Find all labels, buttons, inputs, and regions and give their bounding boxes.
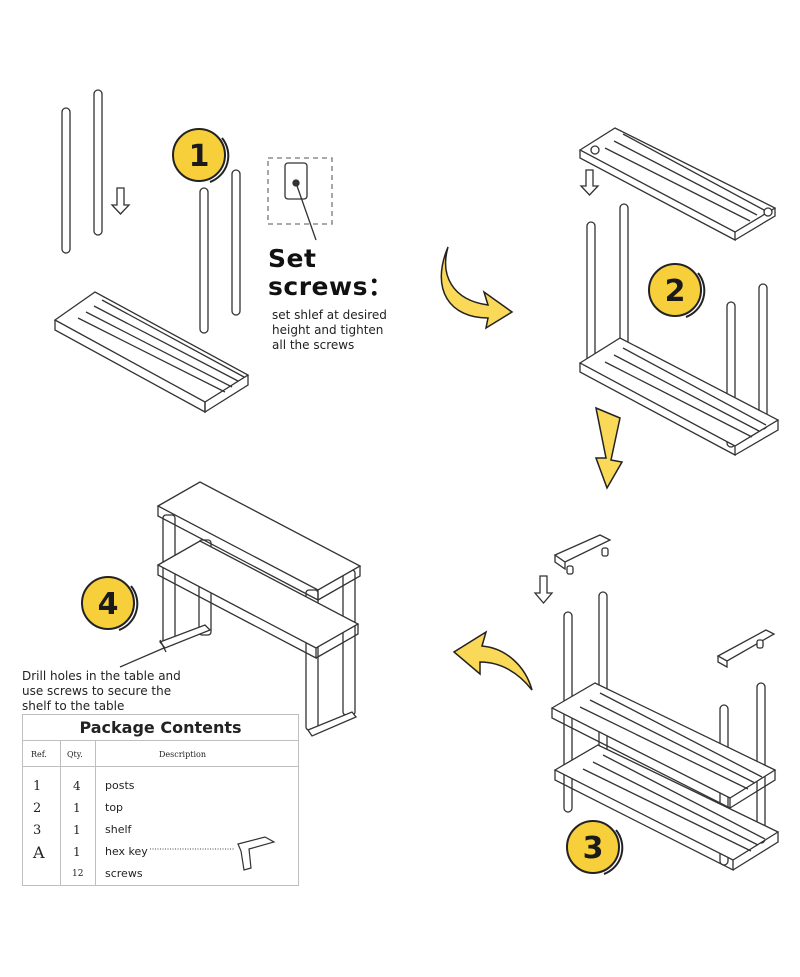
package-contents-table: Package Contents Ref. Qty. Description 1… [22,714,299,886]
set-screws-title: Set screws： [268,245,393,301]
step3-number: 3 [583,831,604,866]
row-ref: 2 [33,801,42,816]
row-qty: 1 [73,845,81,859]
curved-arrow-3-to-4 [452,630,533,691]
step2-badge: 2 [648,263,706,318]
hex-key-illustration [150,836,276,871]
header-ref: Ref. [31,750,47,759]
row-description: screws [105,867,143,880]
curved-arrow-1-to-2 [440,246,514,330]
set-screws-note-line2: height and tighten [272,323,384,337]
package-contents-title: Package Contents [23,715,298,741]
step1-number: 1 [189,139,210,174]
table-row: A 1 hex key [23,841,298,863]
row-ref: 3 [33,823,42,838]
down-arrow-2-to-3 [594,406,624,490]
drill-note-line2: use screws to secure the [22,684,172,698]
package-header-row: Ref. Qty. Description [23,741,298,767]
column-divider [95,741,96,885]
row-description: hex key [105,845,148,858]
row-ref: A [33,843,45,862]
set-screws-note-line3: all the screws [272,338,355,352]
drill-note-line3: shelf to the table [22,699,125,713]
header-description: Description [159,750,206,759]
set-screws-note: set shlef at desired height and tighten … [272,308,412,353]
row-description: shelf [105,823,132,836]
row-description: posts [105,779,135,792]
step3-badge: 3 [566,820,624,875]
step2-number: 2 [665,274,686,309]
set-screws-title-line1: Set [268,244,317,273]
set-screws-title-line2: screws： [268,272,394,301]
table-row: 3 1 shelf [23,819,298,841]
table-row: 1 4 posts [23,775,298,797]
column-divider [60,741,61,885]
row-description: top [105,801,124,814]
header-qty: Qty. [67,750,83,759]
step4-illustration [119,481,362,737]
step3-illustration [533,534,780,872]
table-row: 12 screws [23,863,298,885]
table-row: 2 1 top [23,797,298,819]
row-qty: 1 [73,801,81,815]
step1-illustration [53,89,333,414]
step2-illustration [578,127,780,457]
step4-badge: 4 [81,576,139,631]
row-ref: 1 [33,779,42,794]
row-qty: 1 [73,823,81,837]
step4-number: 4 [98,587,119,622]
row-qty: 4 [73,779,81,793]
drill-note: Drill holes in the table and use screws … [22,669,212,714]
row-qty: 12 [72,869,84,879]
set-screws-note-line1: set shlef at desired [272,308,387,322]
step1-badge: 1 [172,128,230,183]
drill-note-line1: Drill holes in the table and [22,669,181,683]
